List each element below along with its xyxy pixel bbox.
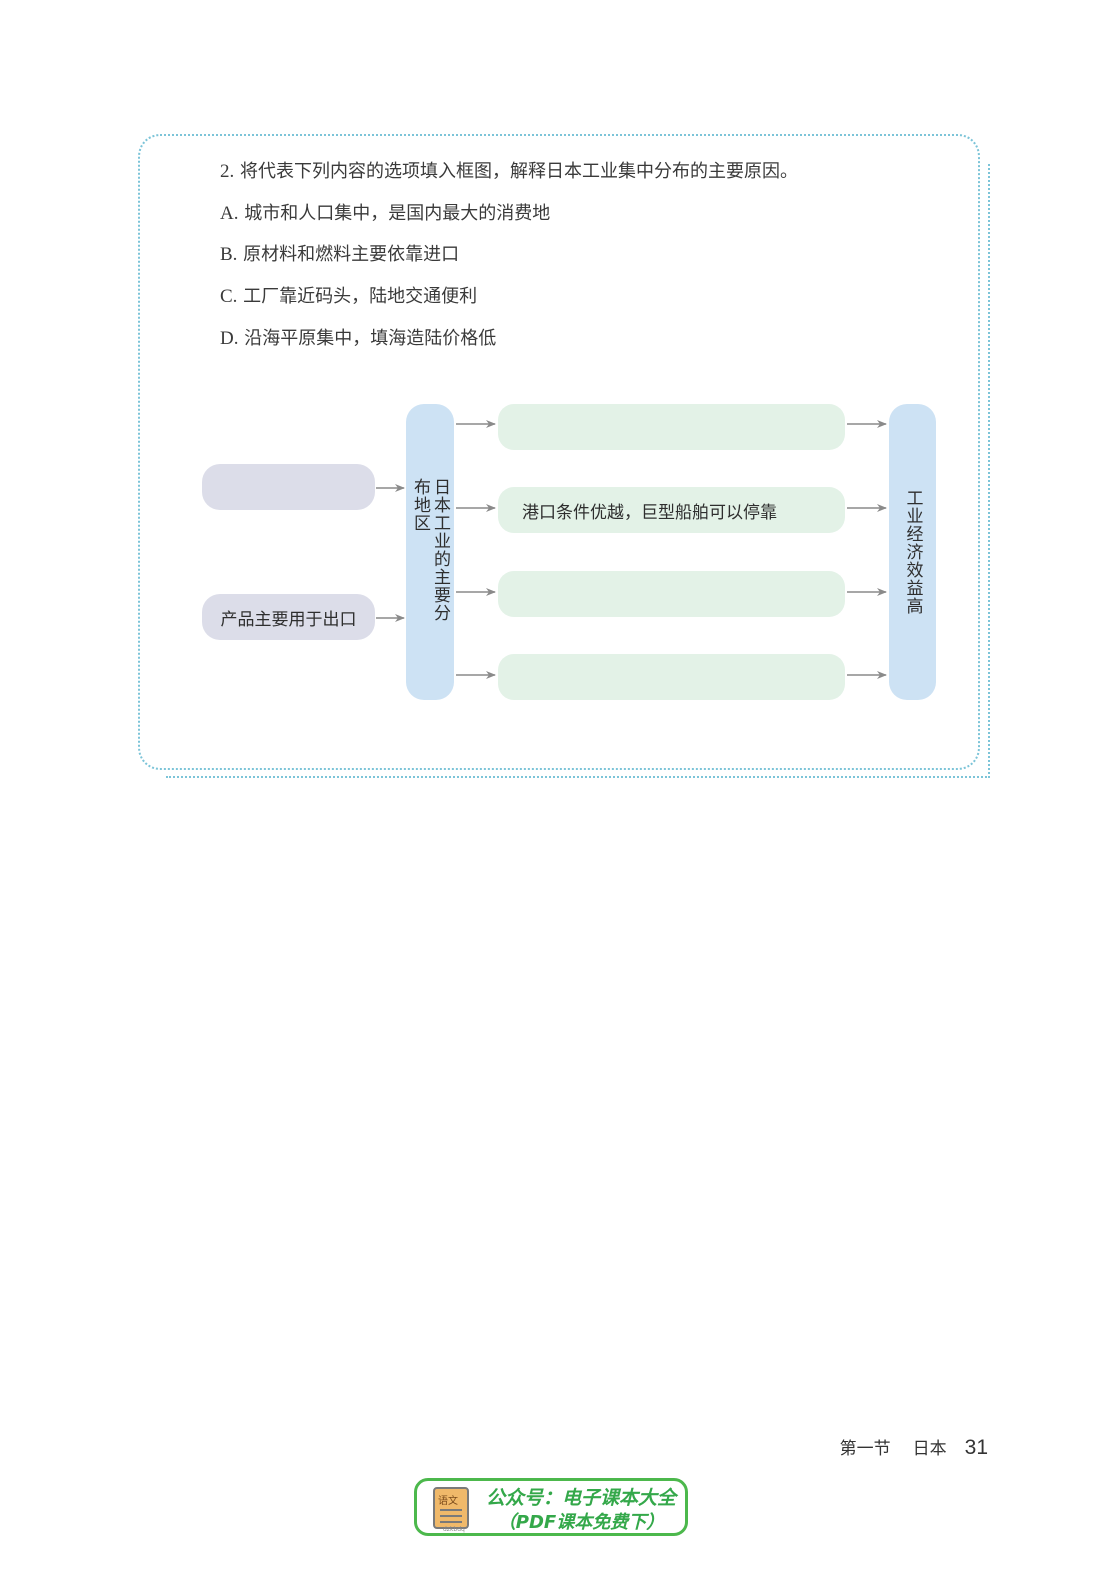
textbook-icon-sub: dzkbdq bbox=[443, 1526, 465, 1533]
footer-section: 第一节 bbox=[839, 1439, 891, 1459]
watermark-line1: 公众号：电子课本大全 bbox=[485, 1487, 676, 1509]
textbook-icon-label: 语文 bbox=[438, 1496, 458, 1507]
center-box-distribution: 日本工业的主要分布地区 bbox=[406, 404, 454, 700]
watermark-badge: 语文 dzkbdq 公众号：电子课本大全 （PDF课本免费下） bbox=[414, 1478, 688, 1536]
left-box-export: 产品主要用于出口 bbox=[202, 594, 375, 640]
option-text: 沿海平原集中，填海造陆价格低 bbox=[244, 328, 497, 349]
question-text: 将代表下列内容的选项填入框图，解释日本工业集中分布的主要原因。 bbox=[239, 161, 798, 182]
option-label: A. bbox=[220, 203, 239, 224]
option-a: A. 城市和人口集中，是国内最大的消费地 bbox=[220, 202, 550, 226]
middle-box-3[interactable] bbox=[498, 571, 845, 617]
right-box-benefit: 工业经济效益高 bbox=[889, 404, 936, 700]
exercise-panel bbox=[138, 134, 980, 770]
option-label: D. bbox=[220, 328, 239, 349]
textbook-icon: 语文 bbox=[433, 1487, 469, 1529]
option-b: B. 原材料和燃料主要依靠进口 bbox=[220, 243, 459, 267]
center-box-label: 日本工业的主要分布地区 bbox=[410, 478, 450, 622]
option-label: C. bbox=[220, 286, 238, 307]
right-box-label: 工业经济效益高 bbox=[902, 489, 923, 615]
page-footer: 第一节 日本 31 bbox=[840, 1434, 988, 1460]
option-c: C. 工厂靠近码头，陆地交通便利 bbox=[220, 285, 477, 309]
question-number: 2. bbox=[220, 161, 235, 182]
page-number: 31 bbox=[964, 1436, 988, 1459]
middle-box-4[interactable] bbox=[498, 654, 845, 700]
middle-box-1[interactable] bbox=[498, 404, 845, 450]
middle-box-2: 港口条件优越，巨型船舶可以停靠 bbox=[498, 487, 845, 533]
option-text: 工厂靠近码头，陆地交通便利 bbox=[243, 286, 478, 307]
left-box-blank[interactable] bbox=[202, 464, 375, 510]
footer-chapter: 日本 bbox=[912, 1439, 947, 1459]
option-text: 原材料和燃料主要依靠进口 bbox=[243, 244, 460, 265]
option-d: D. 沿海平原集中，填海造陆价格低 bbox=[220, 327, 496, 351]
watermark-line2: （PDF课本免费下） bbox=[497, 1512, 665, 1533]
question-stem: 2. 将代表下列内容的选项填入框图，解释日本工业集中分布的主要原因。 bbox=[220, 160, 798, 184]
option-label: B. bbox=[220, 244, 238, 265]
option-text: 城市和人口集中，是国内最大的消费地 bbox=[244, 203, 551, 224]
